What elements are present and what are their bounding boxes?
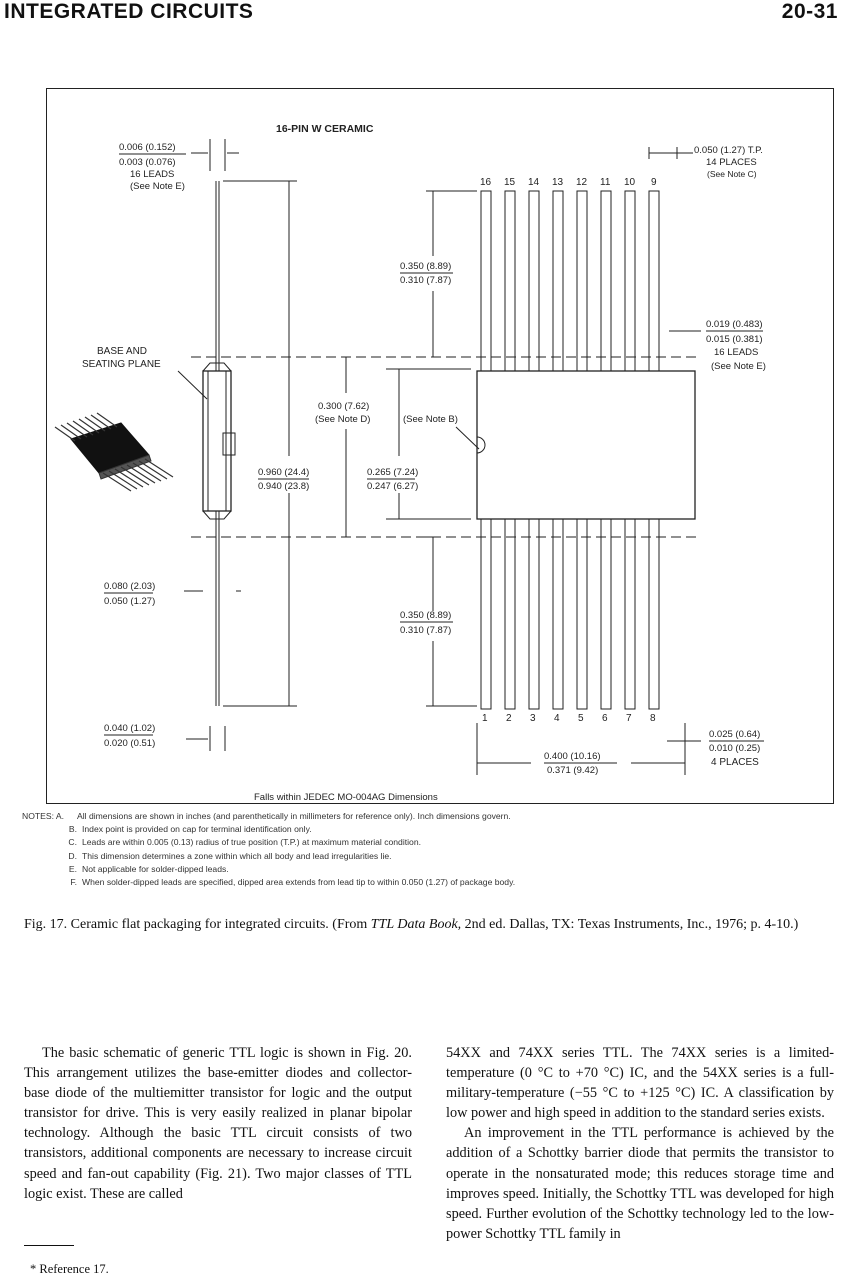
- dim-lead-width-note1: 16 LEADS: [714, 347, 758, 358]
- pin-number-15: 15: [504, 177, 516, 188]
- note-text: This dimension determines a zone within …: [82, 850, 392, 861]
- note-letter: E.: [68, 863, 77, 874]
- package-dimension-drawing: 16-PIN W CERAMIC 0.006 (0.152) 0.003 (0.…: [54, 123, 766, 803]
- dim-body-width-min: 0.247 (6.27): [367, 481, 418, 492]
- note-text: Not applicable for solder-dipped leads.: [82, 863, 229, 874]
- package-drawing-figure: 16-PIN W CERAMIC 0.006 (0.152) 0.003 (0.…: [46, 88, 834, 804]
- dim-bottom-lead-length-max: 0.350 (8.89): [400, 610, 451, 621]
- pin-number-8: 8: [650, 713, 656, 724]
- note-letter: B.: [68, 824, 77, 835]
- caption-suffix: 2nd ed. Dallas, TX: Texas Instruments, I…: [461, 917, 799, 932]
- footnote: * Reference 17.: [30, 1262, 109, 1276]
- dim-pitch: 0.050 (1.27) T.P.: [694, 145, 763, 156]
- pin-number-10: 10: [624, 177, 636, 188]
- dim-lead-thickness-max: 0.006 (0.152): [119, 142, 176, 153]
- pin-number-16: 16: [480, 177, 492, 188]
- note-letter: F.: [70, 877, 77, 888]
- pin-number-13: 13: [552, 177, 564, 188]
- note-text: Index point is provided on cap for termi…: [82, 824, 312, 835]
- running-head-page-number: 20-31: [781, 0, 838, 23]
- note-text: When solder-dipped leads are specified, …: [82, 877, 516, 888]
- dim-end-lead-note: 4 PLACES: [711, 757, 759, 768]
- dim-zone-value: 0.300 (7.62): [318, 401, 369, 412]
- pin-number-4: 4: [554, 713, 560, 724]
- jedec-note: Falls within JEDEC MO-004AG Dimensions: [254, 792, 438, 803]
- body-paragraph: The basic schematic of generic TTL logic…: [24, 1045, 412, 1202]
- dim-end-lead-min: 0.010 (0.25): [709, 743, 760, 754]
- dim-row-span-min: 0.371 (9.42): [547, 765, 598, 776]
- pin-number-11: 11: [600, 177, 611, 188]
- bottom-leads: [480, 518, 660, 710]
- base-plane-label-2: SEATING PLANE: [82, 359, 161, 370]
- body-column-left: The basic schematic of generic TTL logic…: [24, 1043, 412, 1204]
- body-paragraph: An improvement in the TTL performance is…: [446, 1125, 834, 1242]
- pin-number-12: 12: [576, 177, 588, 188]
- figure-title: 16-PIN W CERAMIC: [276, 123, 374, 135]
- base-plane-label-1: BASE AND: [97, 346, 147, 357]
- pin-number-9: 9: [651, 177, 657, 188]
- dim-pitch-note1: 14 PLACES: [706, 157, 757, 168]
- caption-book-title: TTL Data Book,: [370, 917, 462, 932]
- dim-bottom-lead-length-min: 0.310 (7.87): [400, 625, 451, 636]
- dim-row-span-max: 0.400 (10.16): [544, 751, 601, 762]
- dim-zone-note: (See Note D): [315, 414, 370, 425]
- dim-body-thickness-max: 0.080 (2.03): [104, 581, 155, 592]
- dim-top-lead-length-max: 0.350 (8.89): [400, 261, 451, 272]
- dim-overall-length-min: 0.940 (23.8): [258, 481, 309, 492]
- dim-top-lead-length-min: 0.310 (7.87): [400, 275, 451, 286]
- figure-caption: Fig. 17. Ceramic flat packaging for inte…: [24, 916, 824, 933]
- dim-lead-width-max: 0.019 (0.483): [706, 319, 763, 330]
- dim-lead-thickness-min: 0.003 (0.076): [119, 157, 176, 168]
- dim-standoff-max: 0.040 (1.02): [104, 723, 155, 734]
- dim-overall-length-max: 0.960 (24.4): [258, 467, 309, 478]
- dim-lead-width-min: 0.015 (0.381): [706, 334, 763, 345]
- pin-number-5: 5: [578, 713, 584, 724]
- pin-number-6: 6: [602, 713, 608, 724]
- dim-lead-thickness-note2: (See Note E): [130, 181, 185, 192]
- caption-prefix: Fig. 17. Ceramic flat packaging for inte…: [24, 917, 371, 932]
- dim-lead-thickness-note1: 16 LEADS: [130, 169, 174, 180]
- body-paragraph: 54XX and 74XX series TTL. The 74XX serie…: [446, 1045, 834, 1122]
- footnote-rule: [24, 1245, 74, 1246]
- dim-end-lead-max: 0.025 (0.64): [709, 729, 760, 740]
- pin-number-3: 3: [530, 713, 536, 724]
- dim-lead-width-note2: (See Note E): [711, 361, 766, 372]
- pin-number-14: 14: [528, 177, 540, 188]
- figure-notes: NOTES: A. All dimensions are shown in in…: [22, 810, 822, 889]
- dim-standoff-min: 0.020 (0.51): [104, 738, 155, 749]
- note-letter: D.: [68, 850, 77, 861]
- dim-body-width-max: 0.265 (7.24): [367, 467, 418, 478]
- pin-number-1: 1: [482, 713, 488, 724]
- notes-heading: NOTES:: [22, 811, 54, 821]
- pin-number-7: 7: [626, 713, 632, 724]
- body-column-right: 54XX and 74XX series TTL. The 74XX serie…: [446, 1043, 834, 1244]
- note-letter: C.: [68, 837, 77, 848]
- note-text: All dimensions are shown in inches (and …: [77, 811, 511, 821]
- dim-pitch-note2: (See Note C): [707, 169, 757, 179]
- note-text: Leads are within 0.005 (0.13) radius of …: [82, 837, 421, 848]
- pin-number-2: 2: [506, 713, 512, 724]
- running-head-section: INTEGRATED CIRCUITS: [4, 0, 254, 23]
- dim-body-thickness-min: 0.050 (1.27): [104, 596, 155, 607]
- package-perspective-icon: [54, 412, 174, 492]
- top-leads: [480, 190, 660, 372]
- note-letter: A.: [55, 811, 65, 821]
- index-point-note: (See Note B): [403, 414, 458, 425]
